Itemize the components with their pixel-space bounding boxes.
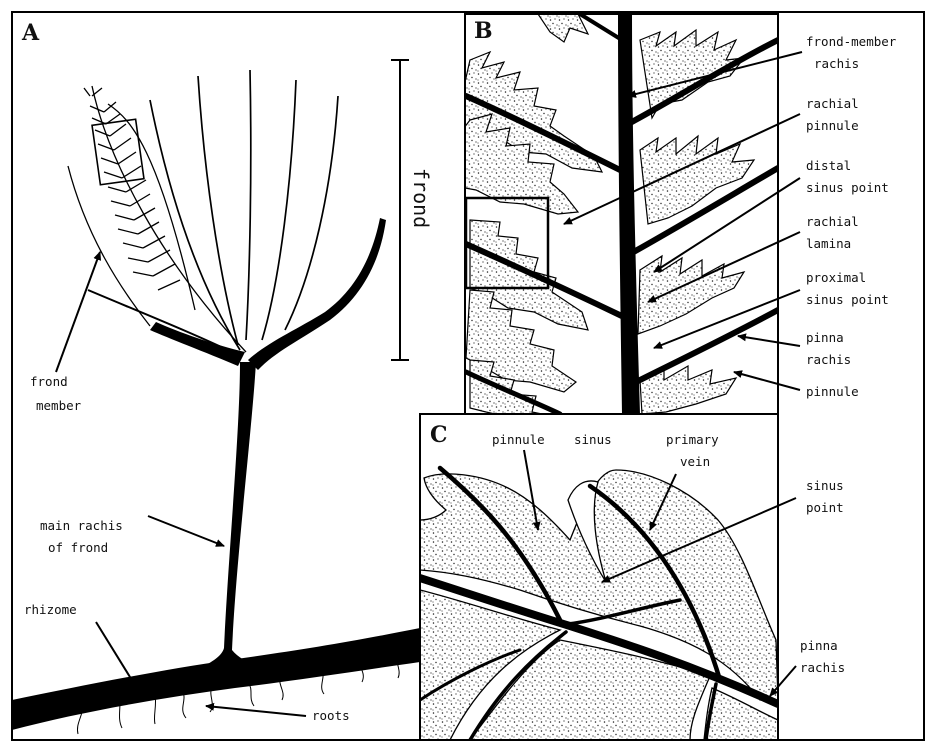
pinna-rachis-label-c-2: rachis (800, 660, 845, 675)
rhizome-shape (12, 628, 420, 730)
rachial-lamina-label-2: lamina (806, 236, 851, 251)
distal-sinus-label: distal (806, 158, 851, 173)
frond-member-label-2: member (36, 398, 82, 413)
panel-b: B frond-member rachis rachial pinnule di… (432, 14, 897, 420)
primary-vein-label: primary (666, 432, 719, 447)
proximal-sinus-label-2: sinus point (806, 292, 889, 307)
main-rachis-shape (200, 362, 262, 668)
sinus-point-label: sinus (806, 478, 844, 493)
sinus-point-label-2: point (806, 500, 844, 515)
roots-arrow (206, 706, 306, 716)
rachial-lamina-label: rachial (806, 214, 859, 229)
frond-fork (150, 322, 245, 366)
frond-branches (88, 70, 338, 356)
frond-scale-bar (391, 60, 409, 360)
frond-member-label: frond (30, 374, 68, 389)
frond-member-rachis-label: frond-member (806, 34, 897, 49)
primary-vein-label-2: vein (680, 454, 710, 469)
panel-c-letter: C (430, 422, 448, 448)
main-rachis-label-2: of frond (48, 540, 108, 555)
panel-a: A (12, 20, 433, 734)
pinna-rachis-label-b: pinna (806, 330, 844, 345)
frond-member-rachis-label-2: rachis (814, 56, 859, 71)
pinna-rachis-label-c: pinna (800, 638, 838, 653)
roots-label: roots (312, 708, 350, 723)
rhizome-label: rhizome (24, 602, 77, 617)
proximal-sinus-label: proximal (806, 270, 866, 285)
distal-sinus-label-2: sinus point (806, 180, 889, 195)
frond-member-arrow (56, 252, 100, 372)
panel-b-letter: B (474, 18, 493, 44)
main-rachis-label: main rachis (40, 518, 123, 533)
main-rachis-arrow (148, 516, 224, 546)
sinus-label-c: sinus (574, 432, 612, 447)
pinnule-label-c: pinnule (492, 432, 545, 447)
panel-a-letter: A (21, 20, 40, 46)
rachial-pinnule-label: rachial (806, 96, 859, 111)
rachial-pinnule-label-2: pinnule (806, 118, 859, 133)
pinna-rachis-label-b-2: rachis (806, 352, 851, 367)
pinnule-label-b: pinnule (806, 384, 859, 399)
frond-label: frond (409, 168, 433, 228)
panel-c: C pinnule sinus primary vein sinus point… (420, 414, 845, 740)
